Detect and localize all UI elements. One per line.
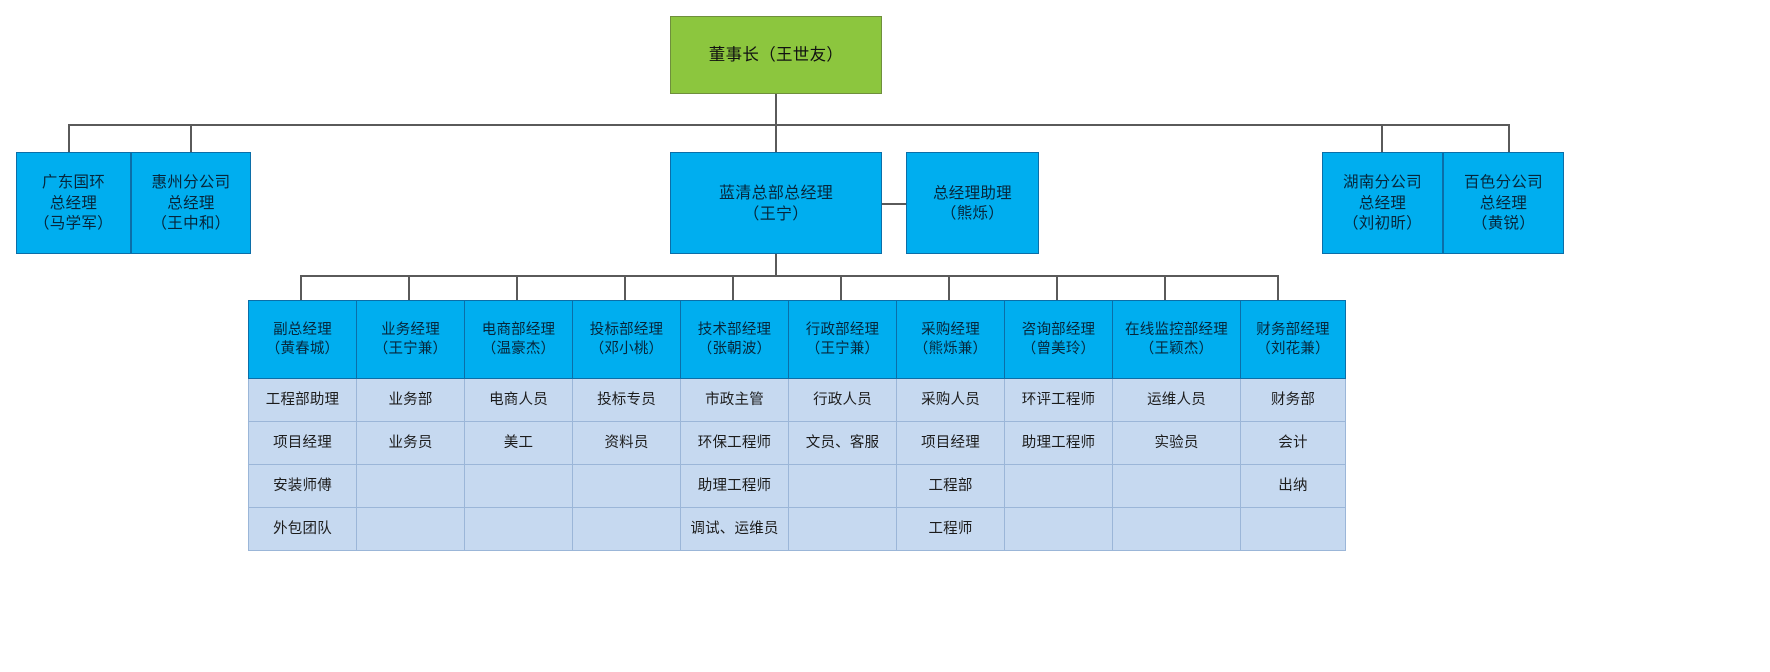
matrix-cell-empty [1240,507,1346,551]
matrix-cell-empty [788,464,897,508]
node-guangdong-gm[interactable]: 广东国环 总经理 （马学军） [16,152,131,254]
connector-drop-dept-2 [408,275,410,300]
matrix-header-cell-7[interactable]: 采购经理 （熊烁兼） [896,300,1005,379]
connector-drop-dept-9 [1164,275,1166,300]
matrix-header-cell-3[interactable]: 电商部经理 （温豪杰） [464,300,573,379]
connector-departments-bus [300,275,1278,277]
matrix-cell[interactable]: 运维人员 [1112,378,1241,422]
matrix-cell[interactable]: 会计 [1240,421,1346,465]
matrix-row: 安装师傅 助理工程师 工程部 出纳 [248,464,1346,508]
matrix-header-cell-10[interactable]: 财务部经理 （刘花兼） [1240,300,1346,379]
connector-hq-stem [775,254,777,276]
connector-drop-headquarters [775,124,777,152]
connector-drop-dept-10 [1277,275,1279,300]
matrix-header-cell-2[interactable]: 业务经理 （王宁兼） [356,300,465,379]
matrix-cell[interactable]: 项目经理 [248,421,357,465]
matrix-cell[interactable]: 资料员 [572,421,681,465]
matrix-cell[interactable]: 调试、运维员 [680,507,789,551]
matrix-cell[interactable]: 美工 [464,421,573,465]
matrix-cell[interactable]: 工程部 [896,464,1005,508]
matrix-cell-empty [1112,464,1241,508]
connector-drop-dept-4 [624,275,626,300]
matrix-cell[interactable]: 外包团队 [248,507,357,551]
matrix-cell-empty [464,464,573,508]
matrix-cell[interactable]: 采购人员 [896,378,1005,422]
connector-chairman-stem [775,94,777,125]
matrix-row: 工程部助理业务部电商人员投标专员市政主管行政人员采购人员环评工程师运维人员财务部 [248,378,1346,422]
connector-drop-dept-8 [1056,275,1058,300]
matrix-cell[interactable]: 工程部助理 [248,378,357,422]
node-baise-branch-gm[interactable]: 百色分公司 总经理 （黄锐） [1443,152,1564,254]
connector-hq-to-assistant [882,203,906,205]
connector-drop-hunan [1381,124,1383,152]
matrix-cell[interactable]: 项目经理 [896,421,1005,465]
connector-drop-dept-7 [948,275,950,300]
matrix-header-cell-5[interactable]: 技术部经理 （张朝波） [680,300,789,379]
node-huizhou-branch-gm[interactable]: 惠州分公司 总经理 （王中和） [131,152,251,254]
connector-drop-baise [1508,124,1510,152]
matrix-cell-empty [356,464,465,508]
matrix-cell[interactable]: 市政主管 [680,378,789,422]
matrix-cell[interactable]: 电商人员 [464,378,573,422]
matrix-cell[interactable]: 业务部 [356,378,465,422]
matrix-row: 项目经理业务员美工资料员环保工程师文员、客服项目经理助理工程师实验员会计 [248,421,1346,465]
matrix-cell[interactable]: 助理工程师 [680,464,789,508]
connector-drop-dept-1 [300,275,302,300]
matrix-cell[interactable]: 业务员 [356,421,465,465]
connector-level2-bus [68,124,1509,126]
connector-drop-dept-6 [840,275,842,300]
matrix-row: 外包团队 调试、运维员 工程师 [248,507,1346,551]
matrix-header-row: 副总经理 （黄春城）业务经理 （王宁兼）电商部经理 （温豪杰）投标部经理 （邓小… [248,300,1346,379]
matrix-cell-empty [788,507,897,551]
matrix-cell-empty [572,464,681,508]
matrix-cell[interactable]: 实验员 [1112,421,1241,465]
matrix-cell[interactable]: 文员、客服 [788,421,897,465]
connector-drop-huizhou [190,124,192,152]
matrix-header-cell-1[interactable]: 副总经理 （黄春城） [248,300,357,379]
matrix-cell[interactable]: 环保工程师 [680,421,789,465]
department-matrix: 副总经理 （黄春城）业务经理 （王宁兼）电商部经理 （温豪杰）投标部经理 （邓小… [248,300,1346,551]
matrix-cell[interactable]: 财务部 [1240,378,1346,422]
node-hunan-branch-gm[interactable]: 湖南分公司 总经理 （刘初昕） [1322,152,1443,254]
matrix-header-cell-4[interactable]: 投标部经理 （邓小桃） [572,300,681,379]
matrix-cell[interactable]: 行政人员 [788,378,897,422]
matrix-cell[interactable]: 安装师傅 [248,464,357,508]
node-chairman[interactable]: 董事长（王世友） [670,16,882,94]
node-headquarters-gm[interactable]: 蓝清总部总经理 （王宁） [670,152,882,254]
matrix-header-cell-9[interactable]: 在线监控部经理 （王颖杰） [1112,300,1241,379]
matrix-cell-empty [1004,507,1113,551]
matrix-cell[interactable]: 投标专员 [572,378,681,422]
matrix-header-cell-6[interactable]: 行政部经理 （王宁兼） [788,300,897,379]
matrix-cell[interactable]: 出纳 [1240,464,1346,508]
connector-drop-dept-3 [516,275,518,300]
matrix-cell[interactable]: 工程师 [896,507,1005,551]
matrix-cell-empty [1004,464,1113,508]
connector-drop-dept-5 [732,275,734,300]
matrix-cell-empty [1112,507,1241,551]
connector-drop-guangdong [68,124,70,152]
matrix-cell[interactable]: 环评工程师 [1004,378,1113,422]
node-gm-assistant[interactable]: 总经理助理 （熊烁） [906,152,1039,254]
matrix-header-cell-8[interactable]: 咨询部经理 （曾美玲） [1004,300,1113,379]
matrix-cell-empty [464,507,573,551]
matrix-cell-empty [356,507,465,551]
matrix-cell[interactable]: 助理工程师 [1004,421,1113,465]
matrix-cell-empty [572,507,681,551]
